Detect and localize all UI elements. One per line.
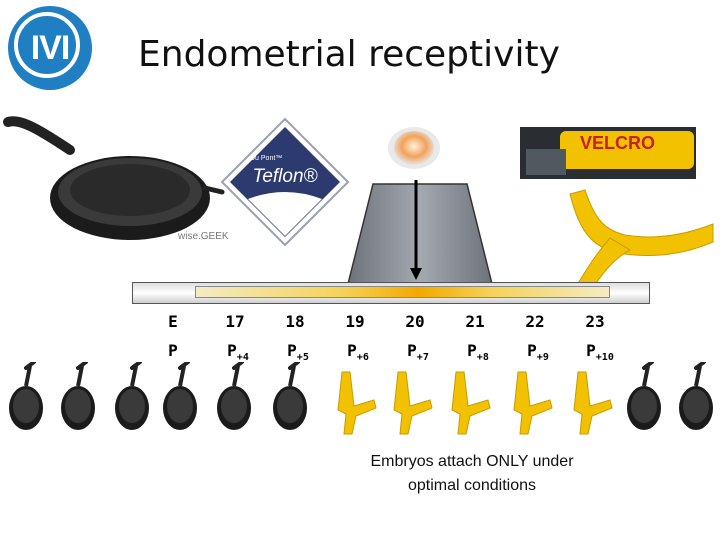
p-label-17: P+4 <box>218 341 258 360</box>
teflon-dupont-text: Du Pont™ <box>250 155 282 162</box>
day-21: 21 <box>455 312 495 331</box>
velcro-strip-icon <box>510 370 554 436</box>
p-subscript: +6 <box>357 352 369 363</box>
day-17: 17 <box>215 312 255 331</box>
day-18: 18 <box>275 312 315 331</box>
p-letter: P <box>527 341 537 360</box>
row-label-p: P <box>153 341 193 360</box>
uterine-trapezoid <box>345 180 495 292</box>
frying-pan-image <box>0 110 230 250</box>
velcro-strap-image <box>555 180 715 290</box>
small-pan-icon <box>160 362 200 432</box>
caption: Embryos attach ONLY under optimal condit… <box>320 450 624 498</box>
day-20: 20 <box>395 312 435 331</box>
p-letter: P <box>586 341 596 360</box>
velcro-strip-icon <box>390 370 434 436</box>
page-title: Endometrial receptivity <box>138 34 560 75</box>
row-label-e: E <box>153 312 193 331</box>
p-label-22: P+9 <box>518 341 558 360</box>
p-letter: P <box>287 341 297 360</box>
p-letter: P <box>347 341 357 360</box>
velcro-brand-text: VELCRO <box>580 133 655 154</box>
small-pan-icon <box>270 362 310 432</box>
day-22: 22 <box>515 312 555 331</box>
p-subscript: +7 <box>417 352 429 363</box>
small-pan-icon <box>6 362 46 432</box>
velcro-strip-icon <box>334 370 378 436</box>
p-subscript: +8 <box>477 352 489 363</box>
ivi-logo-text: IVI <box>8 6 92 90</box>
small-pan-icon <box>58 362 98 432</box>
p-letter: P <box>467 341 477 360</box>
p-letter: P <box>227 341 237 360</box>
caption-line-2: optimal conditions <box>320 474 624 498</box>
caption-line-1: Embryos attach ONLY under <box>320 450 624 474</box>
implantation-window-bar <box>195 286 610 298</box>
small-pan-icon <box>676 362 716 432</box>
p-label-21: P+8 <box>458 341 498 360</box>
day-23: 23 <box>575 312 615 331</box>
embryo-image <box>386 125 442 171</box>
p-label-18: P+5 <box>278 341 318 360</box>
p-subscript: +10 <box>596 352 614 363</box>
p-letter: P <box>407 341 417 360</box>
velcro-strip-icon <box>448 370 492 436</box>
small-pan-icon <box>214 362 254 432</box>
day-19: 19 <box>335 312 375 331</box>
p-subscript: +9 <box>537 352 549 363</box>
teflon-brand-text: Teflon® <box>238 166 332 188</box>
velcro-strip-icon <box>570 370 614 436</box>
p-label-23: P+10 <box>580 341 620 360</box>
small-pan-icon <box>624 362 664 432</box>
small-pan-icon <box>112 362 152 432</box>
p-label-19: P+6 <box>338 341 378 360</box>
p-label-20: P+7 <box>398 341 438 360</box>
